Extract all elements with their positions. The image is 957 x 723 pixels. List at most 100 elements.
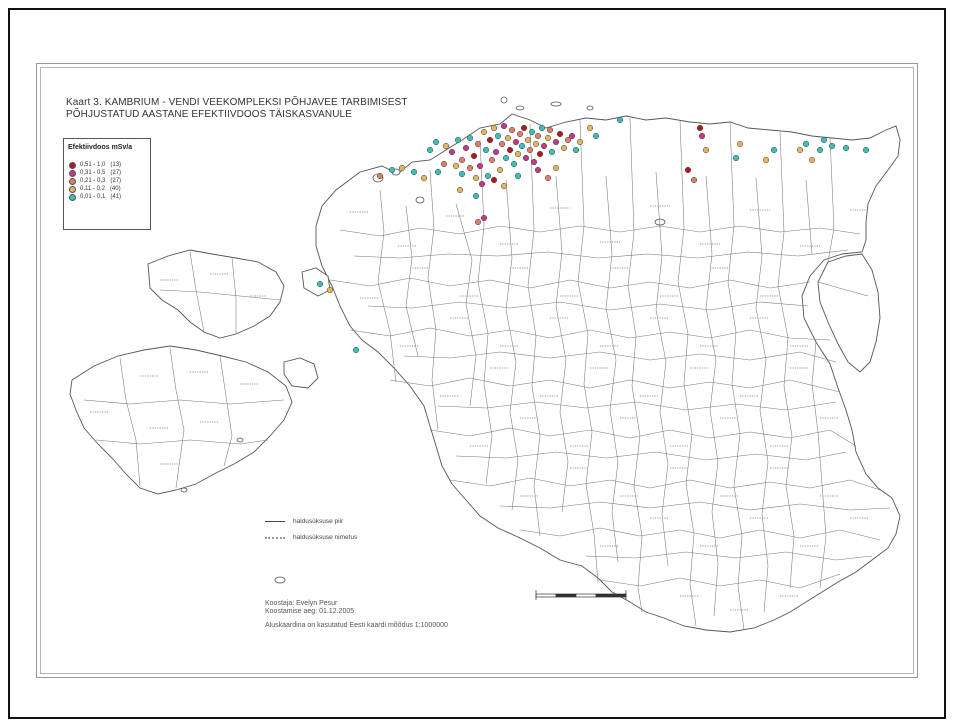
dose-point [492,148,500,156]
islet [415,196,425,204]
dose-point [556,130,564,138]
legend-count: (41) [110,194,122,200]
dose-point [474,218,482,226]
dose-point [470,152,478,160]
dose-point [586,124,594,132]
dose-point [802,140,810,148]
dose-point [474,140,482,148]
dose-legend: Efektiivdoos mSv/a 0,51 - 1,0 (13) 0,31 … [63,138,151,230]
dose-point [552,164,560,172]
dose-point [534,166,542,174]
dose-point [456,186,464,194]
dose-point [478,180,486,188]
dose-point [326,286,334,294]
dose-point [466,134,474,142]
dose-point [440,160,448,168]
dose-point [454,136,462,144]
credit-author: Koostaja: Evelyn Pesur [265,600,338,607]
dose-point [544,174,552,182]
dose-point [388,166,396,174]
dose-point [732,154,740,162]
muhu-island [283,357,319,389]
islet [586,105,594,111]
dose-point [564,136,572,144]
dose-point [496,166,504,174]
dose-point [512,138,520,146]
parish-boundaries [329,117,891,631]
dose-point [442,142,450,150]
parish-name-marks [90,205,868,611]
dose-point [510,160,518,168]
dose-point [820,136,828,144]
boundary-line-sample [265,521,285,522]
dose-point [502,154,510,162]
dose-point [462,144,470,152]
dose-point [696,124,704,132]
legend-label: 0,11 - 0,2 [80,186,105,192]
map-title-line2: PÕHJUSTATUD AASTANE EFEKTIIVDOOS TÄISKAS… [66,109,352,120]
dose-point [494,132,502,140]
legend-swatch [69,177,76,185]
dose-point [544,134,552,142]
dose-point [518,142,526,150]
dose-point [500,122,508,130]
legend-item: 0,01 - 0,1 (41) [69,193,121,201]
hiiumaa-island [147,249,285,339]
islet [236,437,244,443]
dose-point [576,138,584,146]
peipus-divider [817,281,869,297]
dose-point [540,142,548,150]
dose-point [472,192,480,200]
islet [500,96,508,104]
dose-point [398,164,406,172]
dose-point [690,176,698,184]
map-title-line1: Kaart 3. KAMBRIUM - VENDI VEEKOMPLEKSI P… [66,97,408,108]
dose-point [452,162,460,170]
islet [654,218,666,226]
dose-point [536,150,544,158]
dose-point [448,148,456,156]
dose-point [568,132,576,140]
legend-swatch [69,185,76,193]
legend-count: (27) [110,178,122,184]
legend-swatch [69,161,76,169]
islet [550,101,562,107]
legend-label: 0,31 - 0,5 [80,170,106,176]
islets [180,96,666,584]
legend-count: (27) [110,170,122,176]
dose-point [410,168,418,176]
dose-point [684,166,692,174]
dose-point [316,280,324,288]
dose-point [524,136,532,144]
dose-point [458,156,466,164]
dose-point [534,132,542,140]
scale-segment [555,593,577,598]
dose-point [816,146,824,154]
boundary-legend-label: haldusüksuse piir [293,518,344,525]
legend-label: 0,51 - 1,0 [80,162,106,168]
map-credits: Koostaja: Evelyn Pesur Koostamise aeg: 0… [265,600,448,630]
dose-point [560,144,568,152]
dose-point [466,164,474,172]
dose-point [616,116,624,124]
island-parish-boundaries [83,251,285,489]
dose-point [552,138,560,146]
dose-point [546,126,554,134]
saaremaa-island [69,345,293,495]
mainland-outline [315,113,901,633]
legend-count: (40) [109,186,121,192]
dose-point [516,130,524,138]
dose-point [420,174,428,182]
scale-segment [535,593,557,598]
name-legend-label: haldusüksuse nimetus [293,534,358,541]
dose-point [376,172,384,180]
legend-item: 0,21 - 0,3 (27) [69,177,121,185]
dose-point [426,146,434,154]
dose-point [472,174,480,182]
lake-peipus [817,253,881,373]
dose-point [432,138,440,146]
map-title: Kaart 3. KAMBRIUM - VENDI VEEKOMPLEKSI P… [66,97,408,121]
dose-point [808,156,816,164]
scale-bar [535,590,627,600]
